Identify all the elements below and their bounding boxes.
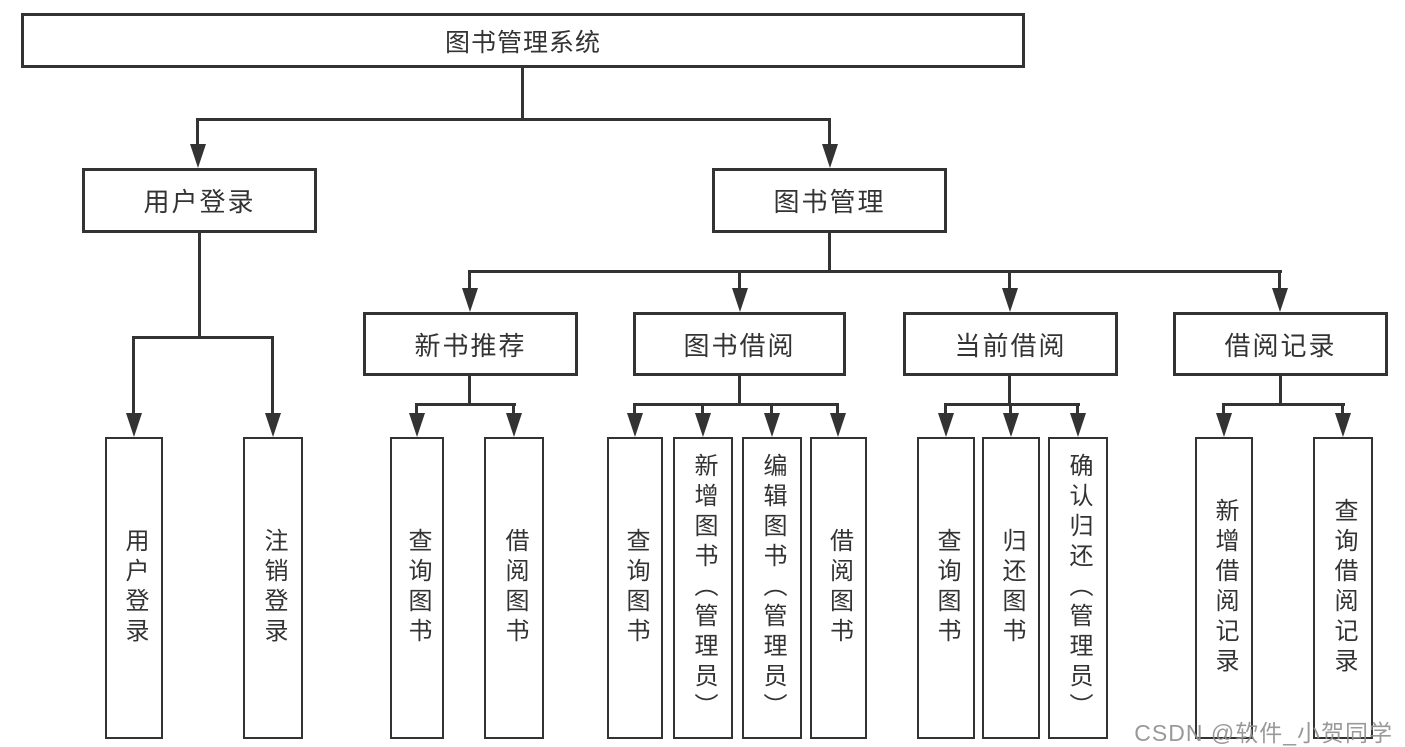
node-new-book-recommend-label: 新书推荐 — [414, 330, 527, 361]
node-borrow-records: 借阅记录 — [1173, 312, 1388, 376]
node-current-borrow-label: 当前借阅 — [954, 330, 1067, 361]
connector-line — [828, 120, 831, 146]
leaf-borrow-books-recommend-label: 借阅图书 — [501, 528, 528, 648]
leaf-query-books-recommend: 查询图书 — [390, 437, 444, 739]
connector-line — [1008, 376, 1011, 405]
leaf-query-books-borrow: 查询图书 — [607, 437, 663, 739]
connector-line — [1278, 272, 1281, 292]
leaf-edit-book-admin-label: 编辑图书（管理员） — [759, 453, 786, 723]
node-book-management: 图书管理 — [712, 168, 947, 233]
leaf-query-borrow-record-label: 查询借阅记录 — [1330, 498, 1357, 678]
connector-line — [415, 405, 418, 415]
arrow-down-icon — [830, 413, 846, 437]
node-borrow-records-label: 借阅记录 — [1224, 330, 1337, 361]
csdn-watermark: CSDN @软件_小贺同学 — [1134, 720, 1393, 746]
connector-line — [468, 272, 471, 292]
leaf-query-borrow-record: 查询借阅记录 — [1313, 437, 1373, 739]
connector-line — [271, 338, 274, 415]
connector-line — [1076, 405, 1079, 415]
connector-line — [468, 376, 471, 405]
connector-line — [944, 405, 947, 415]
connector-line — [132, 336, 274, 339]
arrow-down-icon — [126, 413, 142, 437]
leaf-borrow-books-borrow: 借阅图书 — [810, 437, 867, 739]
connector-line — [738, 272, 741, 292]
connector-line — [738, 376, 741, 405]
arrow-down-icon — [1070, 413, 1086, 437]
leaf-return-book-label: 归还图书 — [998, 528, 1025, 648]
connector-line — [770, 405, 773, 415]
leaf-add-book-admin: 新增图书（管理员） — [673, 437, 733, 739]
connector-line — [196, 120, 199, 146]
leaf-user-login: 用户登录 — [105, 437, 163, 739]
arrow-down-icon — [190, 144, 206, 168]
node-root: 图书管理系统 — [21, 13, 1025, 68]
connector-line — [196, 118, 831, 121]
connector-line — [1222, 403, 1345, 406]
leaf-query-books-borrow-label: 查询图书 — [622, 528, 649, 648]
leaf-add-borrow-record-label: 新增借阅记录 — [1211, 498, 1238, 678]
node-user-login: 用户登录 — [82, 168, 317, 233]
arrow-down-icon — [462, 288, 478, 312]
leaf-edit-book-admin: 编辑图书（管理员） — [742, 437, 802, 739]
leaf-add-borrow-record: 新增借阅记录 — [1195, 437, 1253, 739]
leaf-return-book: 归还图书 — [982, 437, 1040, 739]
arrow-down-icon — [627, 413, 643, 437]
connector-line — [415, 403, 516, 406]
node-book-management-label: 图书管理 — [773, 187, 886, 217]
connector-line — [521, 68, 524, 120]
node-current-borrow: 当前借阅 — [903, 312, 1118, 376]
leaf-query-books-current: 查询图书 — [917, 437, 975, 739]
leaf-logout-label: 注销登录 — [260, 528, 287, 648]
leaf-add-book-admin-label: 新增图书（管理员） — [690, 453, 717, 723]
arrow-down-icon — [409, 413, 425, 437]
connector-line — [1222, 405, 1225, 415]
leaf-confirm-return-admin: 确认归还（管理员） — [1048, 437, 1108, 739]
connector-line — [701, 405, 704, 415]
connector-line — [512, 405, 515, 415]
arrow-down-icon — [1003, 413, 1019, 437]
node-book-borrow-label: 图书借阅 — [683, 330, 796, 361]
arrow-down-icon — [938, 413, 954, 437]
leaf-logout: 注销登录 — [243, 437, 303, 739]
leaf-borrow-books-borrow-label: 借阅图书 — [825, 528, 853, 648]
arrow-down-icon — [1272, 288, 1288, 312]
node-root-label: 图书管理系统 — [444, 28, 601, 57]
arrow-down-icon — [1216, 413, 1232, 437]
connector-line — [132, 338, 135, 415]
node-new-book-recommend: 新书推荐 — [363, 312, 578, 376]
connector-line — [1279, 376, 1282, 405]
leaf-query-books-recommend-label: 查询图书 — [404, 528, 431, 648]
connector-line — [836, 405, 839, 415]
connector-line — [1008, 272, 1011, 292]
arrow-down-icon — [822, 144, 838, 168]
node-user-login-label: 用户登录 — [143, 187, 256, 217]
node-book-borrow: 图书借阅 — [633, 312, 846, 376]
arrow-down-icon — [1335, 413, 1351, 437]
leaf-user-login-label: 用户登录 — [121, 528, 148, 648]
connector-line — [468, 270, 1282, 273]
arrow-down-icon — [265, 413, 281, 437]
connector-line — [633, 405, 636, 415]
connector-line — [944, 403, 1080, 406]
arrow-down-icon — [1002, 288, 1018, 312]
leaf-borrow-books-recommend: 借阅图书 — [484, 437, 544, 739]
connector-line — [633, 403, 839, 406]
arrow-down-icon — [506, 413, 522, 437]
leaf-confirm-return-admin-label: 确认归还（管理员） — [1065, 453, 1092, 723]
connector-line — [828, 233, 831, 272]
leaf-query-books-current-label: 查询图书 — [933, 528, 960, 648]
arrow-down-icon — [695, 413, 711, 437]
arrow-down-icon — [764, 413, 780, 437]
arrow-down-icon — [732, 288, 748, 312]
connector-line — [198, 233, 201, 338]
connector-line — [1341, 405, 1344, 415]
connector-line — [1009, 405, 1012, 415]
